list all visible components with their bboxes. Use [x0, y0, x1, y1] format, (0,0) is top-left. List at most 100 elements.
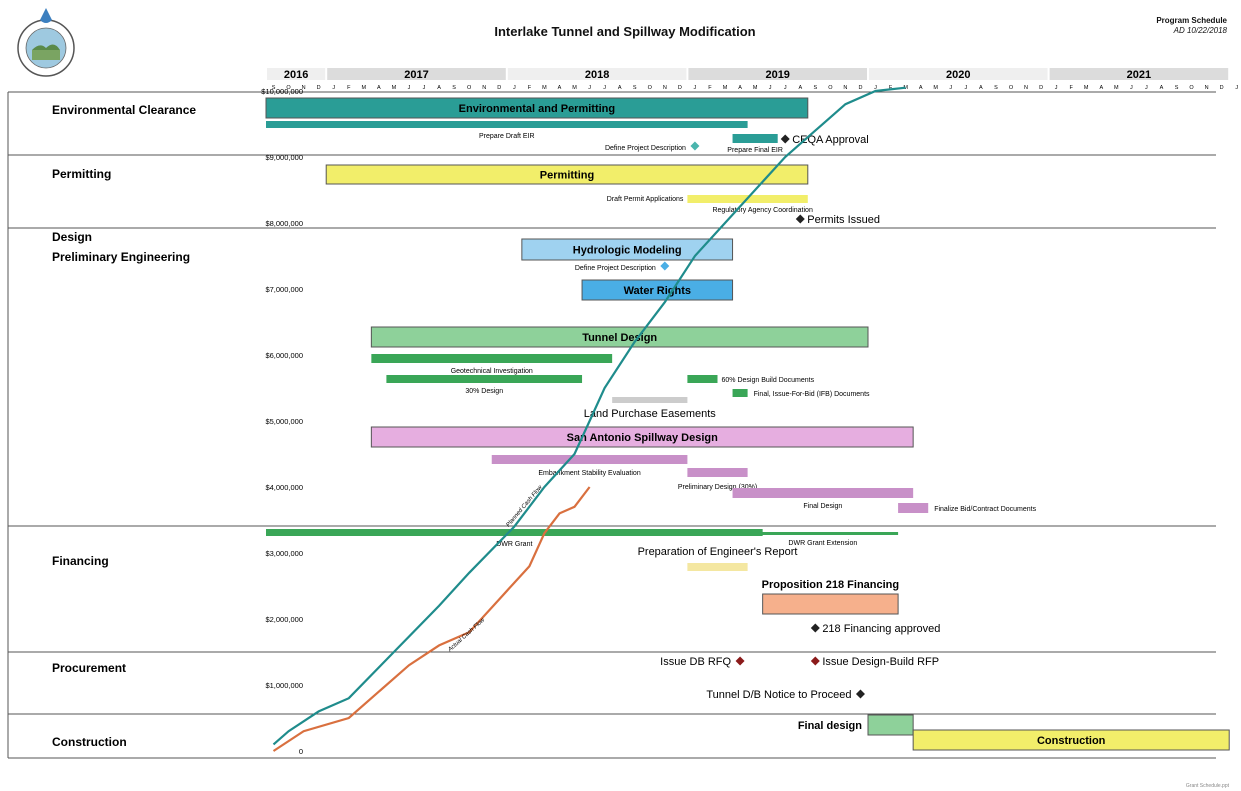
- y-tick-label: $3,000,000: [265, 549, 303, 558]
- month-letter: F: [528, 85, 532, 91]
- year-label: 2016: [284, 69, 308, 81]
- month-letter: J: [694, 85, 697, 91]
- bar-label: DWR Grant: [496, 541, 532, 548]
- month-letter: S: [633, 85, 637, 91]
- corner-date: AD 10/22/2018: [1173, 26, 1227, 35]
- month-letter: D: [1220, 85, 1224, 91]
- y-tick-label: $5,000,000: [265, 417, 303, 426]
- section-label: Preliminary Engineering: [52, 250, 190, 264]
- month-letter: S: [272, 85, 276, 91]
- gantt-bar: [371, 354, 613, 363]
- month-letter: O: [1009, 85, 1014, 91]
- milestone-label: Tunnel D/B Notice to Proceed: [706, 689, 851, 701]
- month-letter: F: [1069, 85, 1073, 91]
- month-letter: J: [784, 85, 787, 91]
- section-label: Procurement: [52, 661, 126, 675]
- gantt-bar: [612, 397, 688, 403]
- milestone-label: Define Project Description: [605, 145, 686, 152]
- month-letter: M: [753, 85, 758, 91]
- gantt-bar: [762, 593, 899, 615]
- month-letter: J: [1145, 85, 1148, 91]
- bar-label: 60% Design Build Documents: [722, 377, 815, 384]
- gantt-bar: [732, 134, 778, 143]
- milestone-label: Issue Design-Build RFP: [822, 656, 939, 668]
- month-letter: J: [1235, 85, 1238, 91]
- section-label: Permitting: [52, 167, 111, 181]
- y-tick-label: 0: [299, 747, 303, 756]
- gantt-bar: [491, 455, 688, 464]
- gantt-bar: [521, 238, 734, 261]
- bar-label: Preliminary Design (30%): [678, 484, 757, 491]
- year-band-2017: [327, 68, 506, 80]
- gantt-bar: [747, 532, 899, 535]
- gantt-bar: [581, 279, 734, 301]
- gantt-bar: [732, 389, 748, 397]
- month-letter: A: [798, 85, 802, 91]
- bar-label: Regulatory Agency Coordination: [712, 207, 813, 214]
- month-letter: A: [558, 85, 562, 91]
- month-letter: J: [769, 85, 772, 91]
- month-letter: M: [903, 85, 908, 91]
- month-letter: N: [482, 85, 486, 91]
- gantt-bar: [867, 714, 914, 736]
- month-letter: J: [1130, 85, 1133, 91]
- bar-label: Final, Issue-For-Bid (IFB) Documents: [754, 391, 870, 398]
- milestone-label: Issue DB RFQ: [660, 656, 731, 668]
- bar-label: Tunnel Design: [582, 332, 657, 344]
- month-letter: M: [723, 85, 728, 91]
- month-letter: J: [949, 85, 952, 91]
- section-label: Design: [52, 230, 92, 244]
- corner-title: Program Schedule: [1156, 16, 1227, 25]
- year-band-2020: [869, 68, 1048, 80]
- gantt-bar: [687, 468, 748, 477]
- month-letter: O: [286, 85, 291, 91]
- bar-label: Environmental and Permitting: [459, 103, 615, 115]
- y-tick-label: $1,000,000: [265, 681, 303, 690]
- month-letter: J: [513, 85, 516, 91]
- bar-label: Embankment Stability Evaluation: [538, 470, 640, 477]
- milestone-diamond: [795, 214, 805, 224]
- month-letter: M: [933, 85, 938, 91]
- bar-label: Prepare Final EIR: [727, 147, 783, 154]
- month-letter: J: [332, 85, 335, 91]
- month-letter: A: [437, 85, 441, 91]
- month-letter: S: [813, 85, 817, 91]
- month-letter: J: [1055, 85, 1058, 91]
- milestone-diamond: [780, 134, 790, 144]
- year-band-2021: [1049, 68, 1229, 80]
- month-letter: F: [889, 85, 893, 91]
- month-letter: O: [828, 85, 833, 91]
- gantt-bar: [687, 375, 718, 383]
- milestone-label: Permits Issued: [807, 214, 880, 226]
- month-letter: A: [1160, 85, 1164, 91]
- gantt-bar: [732, 488, 914, 498]
- bar-label: Finalize Bid/Contract Documents: [934, 506, 1036, 513]
- milestone-diamond: [690, 141, 700, 151]
- month-letter: N: [1024, 85, 1028, 91]
- gantt-bar: [265, 97, 809, 119]
- month-letter: O: [1189, 85, 1194, 91]
- y-tick-label: $10,000,000: [261, 87, 303, 96]
- bar-label: Hydrologic Modeling: [573, 245, 682, 257]
- month-letter: M: [362, 85, 367, 91]
- month-letter: N: [1205, 85, 1209, 91]
- y-tick-label: $7,000,000: [265, 285, 303, 294]
- milestone-label: 218 Financing approved: [822, 623, 940, 635]
- month-letter: F: [347, 85, 351, 91]
- month-letter: S: [994, 85, 998, 91]
- gantt-bar: [370, 326, 869, 348]
- bar-label: Geotechnical Investigation: [451, 368, 533, 375]
- year-band-2018: [507, 68, 687, 80]
- bar-label: San Antonio Spillway Design: [567, 432, 718, 444]
- section-label: Financing: [52, 554, 109, 568]
- gantt-bar: [370, 426, 914, 448]
- month-letter: M: [542, 85, 547, 91]
- month-letter: D: [678, 85, 682, 91]
- chart-title: Interlake Tunnel and Spillway Modificati…: [494, 24, 756, 39]
- month-letter: N: [663, 85, 667, 91]
- county-seal-logo: [17, 8, 75, 77]
- bar-label: DWR Grant Extension: [788, 540, 857, 547]
- month-letter: J: [603, 85, 606, 91]
